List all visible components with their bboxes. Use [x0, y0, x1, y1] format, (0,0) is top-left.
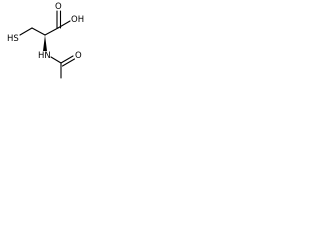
acid-carbonyl-oxygen-label: O	[55, 2, 62, 12]
amide-carbonyl-double-bond-inner	[61, 58, 76, 67]
acetylcysteine-structure: O OH HS HN O	[7, 2, 84, 79]
acid-hydroxyl-bond	[57, 20, 71, 29]
alpha-carbon-carboxyl-bond	[44, 27, 59, 36]
hydroxyl-label: OH	[71, 15, 84, 25]
amide-nitrogen-label: HN	[38, 51, 51, 61]
amide-carbonyl-double-bond-outer	[60, 55, 74, 64]
alpha-carbon-methylene-bond	[31, 27, 46, 36]
stereo-wedge-bond	[43, 35, 47, 51]
amide-n-carbonyl-bond	[50, 56, 62, 64]
amide-carbonyl-oxygen-label: O	[75, 51, 82, 61]
thiol-label: HS	[7, 34, 19, 44]
methylene-thiol-bond	[19, 27, 33, 36]
